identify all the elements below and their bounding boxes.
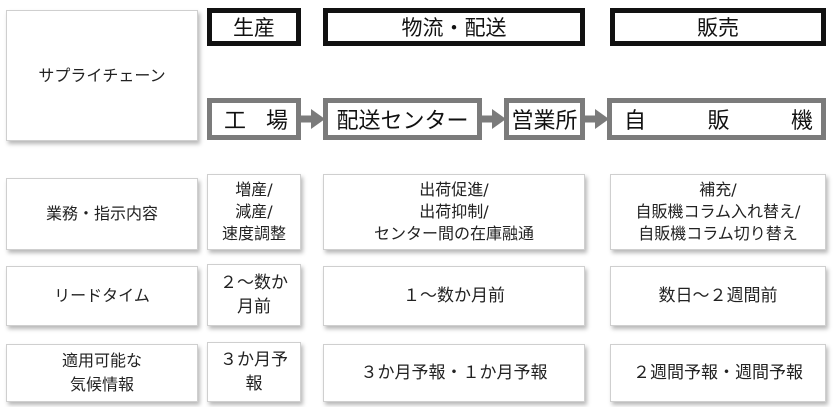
stage-production: 生産 — [207, 8, 301, 46]
location-factory: 工 場 — [207, 98, 301, 140]
lead-time-logistics: １～数か月前 — [323, 266, 585, 326]
location-vending-char-2: 販 — [707, 109, 730, 134]
forecast-production: ３か月予 報 — [207, 342, 301, 402]
location-factory-char-1: 工 — [224, 109, 247, 134]
row-label-tasks: 業務・指示内容 — [6, 178, 198, 250]
row-label-forecast: 適用可能な 気候情報 — [6, 344, 198, 402]
lead-time-production: ２～数か 月前 — [207, 264, 301, 326]
location-vending-char-3: 機 — [790, 109, 813, 134]
location-vending-char-1: 自 — [624, 109, 647, 134]
tasks-logistics: 出荷促進/ 出荷抑制/ センター間の在庫融通 — [323, 174, 585, 250]
forecast-logistics: ３か月予報・１か月予報 — [323, 344, 585, 402]
tasks-production: 増産/ 減産/ 速度調整 — [207, 174, 301, 250]
stage-logistics: 物流・配送 — [323, 8, 585, 46]
tasks-sales: 補充/ 自販機コラム入れ替え/ 自販機コラム切り替え — [610, 174, 826, 250]
stage-sales: 販売 — [610, 8, 826, 46]
location-vending-machine: 自 販 機 — [607, 98, 826, 140]
row-label-supply-chain: サプライチェーン — [6, 10, 198, 141]
lead-time-sales: 数日～２週間前 — [610, 266, 826, 326]
forecast-sales: ２週間予報・週間予報 — [610, 344, 826, 402]
arrow-right-icon — [584, 109, 609, 129]
row-label-lead-time: リードタイム — [6, 266, 198, 326]
location-sales-office: 営業所 — [504, 98, 585, 140]
location-factory-char-2: 場 — [265, 109, 288, 134]
arrow-right-icon — [481, 109, 506, 129]
arrow-right-icon — [300, 109, 325, 129]
location-distribution-center: 配送センター — [323, 98, 482, 140]
